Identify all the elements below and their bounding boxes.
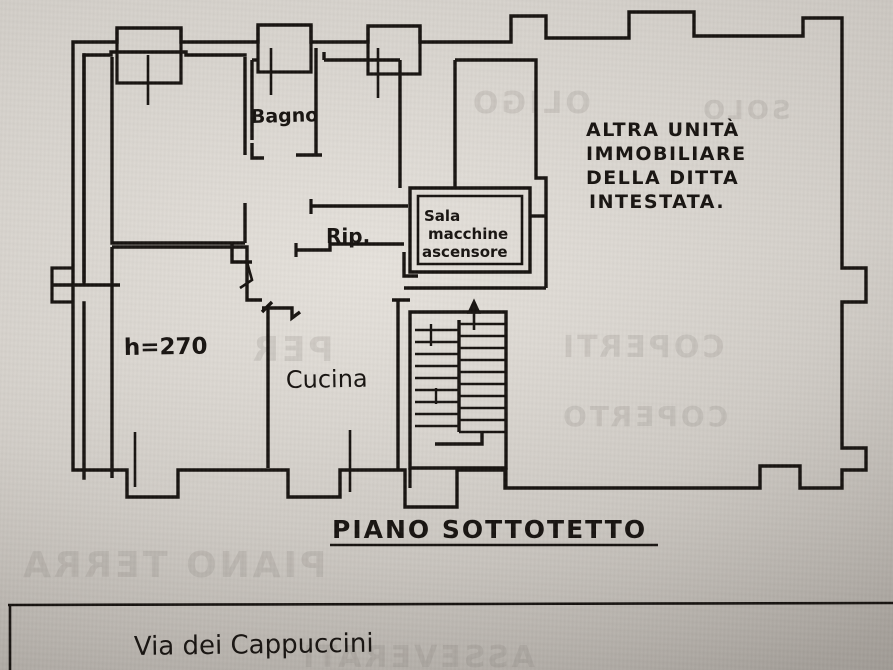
outer-wall-contour: [71, 10, 868, 509]
label-sala-macchine-line1: Sala: [424, 207, 460, 225]
annotation-line-2: IMMOBILIARE: [586, 143, 747, 165]
wall-sala-macchine: [408, 186, 532, 274]
label-cucina: Cucina: [286, 365, 368, 394]
label-bagno: Bagno: [251, 104, 319, 128]
window-bays-bottom: [133, 430, 352, 492]
label-sala-macchine-line3: ascensore: [422, 243, 508, 261]
inner-wall-line-left: [82, 50, 247, 57]
wall-bagno-left-lower: [250, 143, 264, 160]
label-ripostiglio: Rip.: [326, 224, 370, 248]
street-name: Via dei Cappuccini: [134, 629, 374, 662]
wall-right-of-rip: [402, 252, 418, 278]
wall-cucina-left-outer: [260, 300, 274, 314]
wall-cucina-top: [262, 306, 302, 322]
interior-walls: [82, 48, 548, 478]
page-title: PIANO SOTTOTETTO: [332, 515, 647, 544]
window-bay-3: [366, 26, 422, 76]
room-labels: Bagno Rip. Cucina Sala macchine ascensor…: [251, 104, 509, 394]
wall-rip-bottom: [296, 242, 404, 252]
annotation-line-1: ALTRA UNITÀ: [586, 118, 740, 141]
bottom-frame: [7, 601, 893, 670]
wall-right-unit-divider: [455, 58, 548, 288]
staircase: [408, 298, 508, 488]
wall-sala-macchine-inner: [416, 194, 524, 266]
window-bay-2: [256, 25, 313, 74]
wall-left-room-inner: [110, 57, 245, 245]
window-bays-top: [115, 25, 422, 105]
stair-bottom-opening: [408, 468, 508, 488]
wall-corridor-lower: [112, 245, 262, 302]
plan-title-group: PIANO SOTTOTETTO: [330, 515, 658, 547]
annotation-line-4: INTESTATA.: [589, 191, 725, 213]
frame-horizontal-line: [7, 601, 893, 607]
annotation-line-3: DELLA DITTA: [586, 167, 739, 189]
up-arrow-icon: [466, 298, 482, 314]
window-bay-left: [50, 266, 120, 304]
label-sala-macchine-line2: macchine: [428, 225, 508, 243]
door-swing-left-room: [239, 261, 254, 290]
ceiling-height-note: h=270: [124, 334, 208, 361]
stair-landing: [435, 432, 484, 446]
annotation-other-unit: ALTRA UNITÀ IMMOBILIARE DELLA DITTA INTE…: [586, 118, 747, 213]
door-jamb-left-room: [230, 243, 252, 264]
